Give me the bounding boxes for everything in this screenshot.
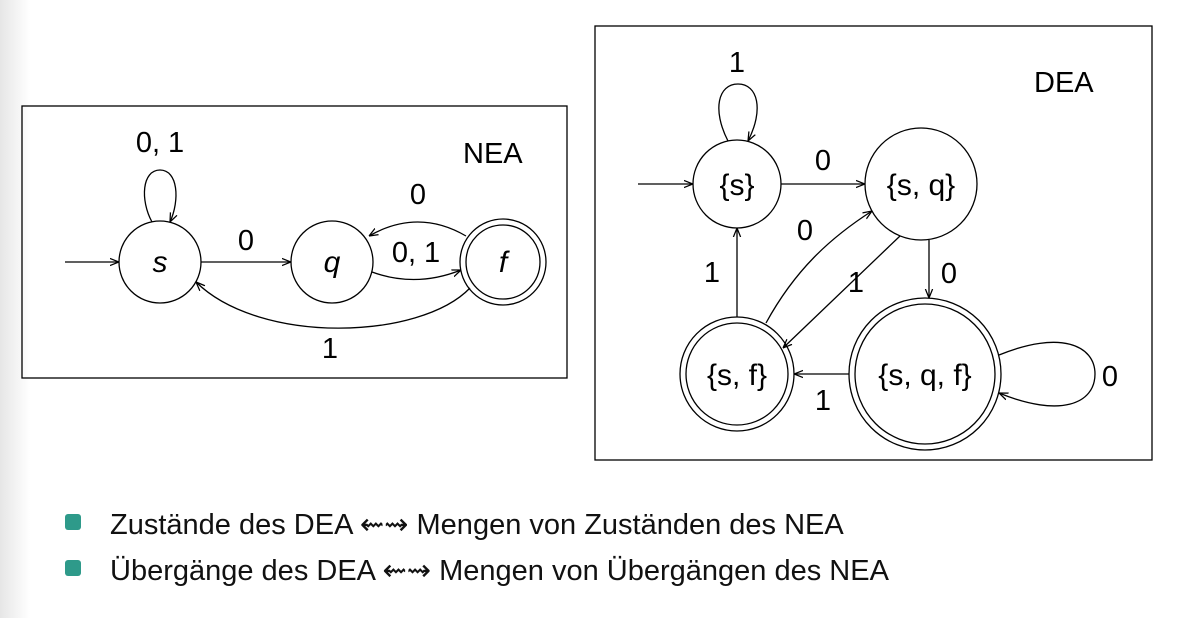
dea-edge-sqf-sf-label: 1 [815, 385, 831, 417]
nea-edge-q-f-label: 0, 1 [392, 237, 440, 269]
dea-edge-s-loop-label: 1 [729, 47, 745, 79]
nea-edge-s-loop [143, 169, 176, 222]
nea-edge-f-s-label: 1 [322, 333, 338, 365]
dea-state-sqf-inner [854, 303, 996, 445]
bullet-text: Übergänge des DEA ⇜⇝ Mengen von Übergäng… [110, 555, 889, 587]
left-edge-shading [0, 0, 30, 618]
nea-state-f-inner [465, 224, 541, 300]
dea-edge-sqf-loop [999, 341, 1096, 407]
dea-state-sq-label: {s, q} [887, 169, 955, 202]
dea-frame [594, 25, 1153, 461]
bullet-square-icon [65, 560, 81, 576]
dea-edge-sqf-loop-label: 0 [1102, 361, 1118, 393]
dea-panel: DEA {s} {s, q} {s, f} {s, q, f} 1 0 0 1 … [594, 25, 1153, 461]
dea-edge-s-sq-label: 0 [815, 145, 831, 177]
bullet-list: Zustände des DEA ⇜⇝ Mengen von Zuständen… [65, 505, 889, 597]
nea-edge-s-loop-label: 0, 1 [136, 127, 184, 159]
nea-panel: NEA s q f 0, 1 0 0, 1 0 1 [21, 105, 568, 379]
dea-edge-sq-sqf-label: 0 [941, 258, 957, 290]
nea-edge-f-q [369, 221, 467, 236]
dea-edge-sq-sf [783, 235, 901, 348]
bullet-item: Zustände des DEA ⇜⇝ Mengen von Zuständen… [65, 505, 889, 551]
nea-edge-s-q-label: 0 [238, 225, 254, 257]
nea-title: NEA [463, 138, 523, 170]
dea-edge-s-loop [718, 83, 758, 141]
dea-state-sf-label: {s, f} [707, 359, 767, 392]
dea-state-sf-inner [685, 322, 789, 426]
nea-state-q-label: q [324, 246, 341, 279]
nea-edge-f-s [196, 282, 471, 329]
dea-title: DEA [1034, 67, 1094, 99]
dea-edge-sf-sq [765, 211, 872, 324]
bullet-square-icon [65, 514, 81, 530]
dea-state-s-label: {s} [719, 169, 754, 202]
nea-state-s-label: s [153, 246, 168, 279]
nea-edge-f-q-label: 0 [410, 179, 426, 211]
dea-state-sqf-label: {s, q, f} [878, 359, 971, 392]
nea-state-f-label: f [499, 246, 510, 279]
nea-state-f-outer [459, 218, 547, 306]
nea-frame [21, 105, 568, 379]
dea-edge-sf-s-label: 1 [704, 257, 720, 289]
nea-edge-q-f [371, 270, 461, 281]
dea-edge-sq-sf-label: 1 [848, 267, 864, 299]
bullet-text: Zustände des DEA ⇜⇝ Mengen von Zuständen… [110, 509, 844, 541]
dea-edge-sf-sq-label: 0 [797, 215, 813, 247]
bullet-item: Übergänge des DEA ⇜⇝ Mengen von Übergäng… [65, 551, 889, 597]
